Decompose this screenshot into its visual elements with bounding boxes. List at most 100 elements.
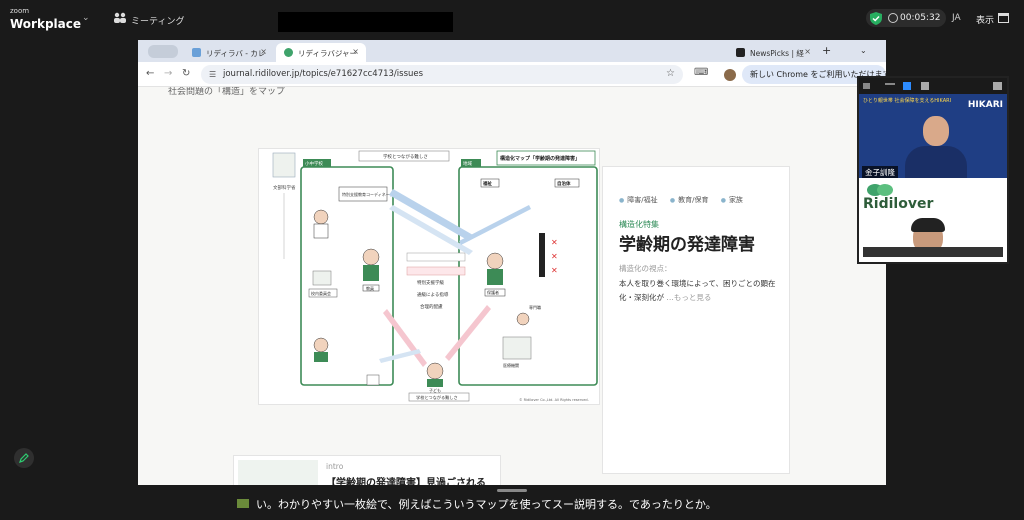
chrome-update-button[interactable]: 新しい Chrome をご利用いただけます xyxy=(742,65,886,84)
language-indicator[interactable]: JA xyxy=(952,13,961,23)
participant-face xyxy=(923,116,949,146)
tsukyu-label: 通級による指導 xyxy=(417,291,449,298)
participant-2-name-bar xyxy=(863,247,1003,257)
extensions-puzzle-icon[interactable]: ⌨ xyxy=(694,67,709,78)
participants-icon xyxy=(114,12,126,23)
tab-label: リディラバジャー xyxy=(298,49,358,58)
tag-item[interactable]: 障害/福祉 xyxy=(619,196,658,204)
support-class-label: 特別支援学級 xyxy=(417,279,444,286)
child-label: 子ども xyxy=(429,387,441,393)
view-button-label[interactable]: 表示 xyxy=(976,16,995,26)
feature-label: 構造化特集 xyxy=(619,220,659,229)
drag-handle[interactable] xyxy=(497,489,527,492)
close-tab-icon[interactable]: × xyxy=(260,47,267,56)
summary-text: 本人を取り巻く環境によって、困りごとの顕在化・深刻化が xyxy=(619,279,776,302)
url-text: journal.ridilover.jp/topics/e71627cc4713… xyxy=(223,69,424,79)
participant-figure xyxy=(905,146,967,178)
intro-label: intro xyxy=(326,462,344,471)
tag-item[interactable]: 教育/保育 xyxy=(670,196,709,204)
meeting-timer: 00:05:32 xyxy=(900,13,941,23)
browser-tab-strip: リディラバ - カレ × リディラバジャー × NewsPicks | 経 × … xyxy=(138,40,886,62)
x-mark-icon: ✕ xyxy=(551,252,558,261)
mext-label: 文部科学省 xyxy=(273,184,296,191)
local-gov-label: 自治体 xyxy=(557,180,571,187)
pencil-icon xyxy=(19,453,29,463)
tag-item[interactable]: 家族 xyxy=(721,196,743,204)
medical-label: 医療機関 xyxy=(503,362,519,368)
school-connection-label: 学校とつながる難しさ xyxy=(383,153,428,160)
logo-big-text: Workplace xyxy=(10,17,82,31)
close-tab-icon[interactable]: × xyxy=(352,47,359,56)
section-region-label: 地域 xyxy=(463,160,472,167)
site-info-icon[interactable]: ☰ xyxy=(209,70,217,79)
parent-label: 保護者 xyxy=(487,289,499,295)
ridilover-favicon-icon xyxy=(192,48,201,57)
tab-ridilover-journal[interactable]: リディラバジャー × xyxy=(276,43,366,62)
clock-icon xyxy=(888,13,898,23)
article-card[interactable]: 障害/福祉 教育/保育 家族 構造化特集 学齢期の発達障害 構造化の視点： 本人… xyxy=(602,166,790,474)
participant-video-tile[interactable]: ひとり親世帯 社会保障を支えるHIKARI HIKARI 金子訓隆 xyxy=(859,94,1007,179)
meeting-info-pill[interactable] xyxy=(866,9,946,27)
speaker-flag-icon xyxy=(237,499,249,508)
back-arrow-icon[interactable]: ← xyxy=(146,68,155,79)
address-bar[interactable]: ☰ journal.ridilover.jp/topics/e71627cc47… xyxy=(201,65,683,84)
article-title[interactable]: 学齢期の発達障害 xyxy=(619,235,755,255)
teacher-label: 教員 xyxy=(366,285,374,291)
video-panel: ひとり親世帯 社会保障を支えるHIKARI HIKARI 金子訓隆 Ridilo… xyxy=(857,76,1009,264)
goui-label: 合理的配慮 xyxy=(420,303,443,310)
map-title-label: 構造化マップ「学齢期の発達障害」 xyxy=(500,155,580,162)
welfare-label: 福祉 xyxy=(482,180,492,187)
coordinator-label: 特別支援教育コーディネーター xyxy=(342,191,398,197)
shared-browser-window: リディラバ - カレ × リディラバジャー × NewsPicks | 経 × … xyxy=(138,40,886,485)
profile-avatar[interactable] xyxy=(724,69,736,81)
live-caption: い。わかりやすい一枚絵で、例えばこういうマップを使ってスー説明する。であったりと… xyxy=(256,498,717,511)
forward-arrow-icon[interactable]: → xyxy=(164,68,173,79)
meeting-label[interactable]: ミーティング xyxy=(131,17,185,27)
x-mark-icon: ✕ xyxy=(551,266,558,275)
new-tab-plus-icon[interactable]: + xyxy=(822,44,832,57)
cut-off-heading: 社会問題の「構造」をマップ xyxy=(168,87,286,97)
chevron-down-icon[interactable]: ⌄ xyxy=(82,13,90,23)
view-layout-icon[interactable] xyxy=(998,13,1009,23)
participant-video-tile-2[interactable]: Ridilover xyxy=(859,178,1007,262)
chevron-down-icon[interactable]: ⌄ xyxy=(860,46,867,55)
intro-card[interactable]: intro 【学齢期の発達障害】見過ごされる xyxy=(233,455,501,485)
browser-toolbar: ← → ↻ ☰ journal.ridilover.jp/topics/e716… xyxy=(138,62,886,87)
zoom-workplace-logo[interactable]: zoom Workplace xyxy=(10,8,81,31)
tag-list: 障害/福祉 教育/保育 家族 xyxy=(619,195,753,205)
shield-icon xyxy=(870,12,882,25)
close-tab-icon[interactable]: × xyxy=(804,47,811,56)
tab-ridilover-1[interactable]: リディラバ - カレ × xyxy=(184,43,274,62)
reload-icon[interactable]: ↻ xyxy=(182,68,191,79)
structure-map-diagram[interactable]: 文部科学省 小中学校 地域 学校とつながる難しさ 構造化マップ「学齢期の発達障害… xyxy=(258,148,600,405)
ridilover-logo-text: Ridilover xyxy=(863,196,934,212)
tab-newspicks[interactable]: NewsPicks | 経 × xyxy=(728,43,818,62)
annotate-button[interactable] xyxy=(14,448,34,468)
newspicks-favicon-icon xyxy=(736,48,745,57)
virtual-bg-banner: ひとり親世帯 社会保障を支えるHIKARI xyxy=(863,98,952,104)
x-mark-icon: ✕ xyxy=(551,238,558,247)
hikari-logo: HIKARI xyxy=(967,100,1003,110)
zoom-top-bar: zoom Workplace ⌄ ミーティング 00:05:32 JA 表示 xyxy=(0,0,1024,40)
ridilover-leaf-favicon-icon xyxy=(284,48,293,57)
tab-label: NewsPicks | 経 xyxy=(750,49,804,58)
redacted-area xyxy=(278,12,453,32)
logo-small-text: zoom xyxy=(10,7,30,15)
bottom-connection-label: 学校とつながる難しさ xyxy=(416,394,458,401)
web-page-content: 社会問題の「構造」をマップ 文部科学省 小中学校 地域 学校とつながる難しさ xyxy=(138,87,886,485)
specialist-label: 専門職 xyxy=(529,304,541,310)
article-summary: 本人を取り巻く環境によって、困りごとの顕在化・深刻化が …もっと見る xyxy=(619,277,779,305)
bookmark-star-icon[interactable]: ☆ xyxy=(666,68,675,79)
committee-label: 校内委員会 xyxy=(311,290,331,296)
section-school-label: 小中学校 xyxy=(305,160,323,167)
read-more-link[interactable]: …もっと見る xyxy=(666,293,712,302)
intro-title[interactable]: 【学齢期の発達障害】見過ごされる xyxy=(326,478,486,485)
intro-thumbnail xyxy=(238,460,318,485)
tab-group-button[interactable] xyxy=(148,45,178,58)
participant-name-tag: 金子訓隆 xyxy=(862,166,898,179)
video-panel-toolbar xyxy=(859,78,1007,94)
ridilover-leaf-icon xyxy=(867,184,893,196)
view-point-label: 構造化の視点： xyxy=(619,264,672,273)
participant-2-hair xyxy=(911,218,945,232)
copyright-label: © Ridilover Co.,Ltd. All Rights reserved… xyxy=(519,398,589,402)
